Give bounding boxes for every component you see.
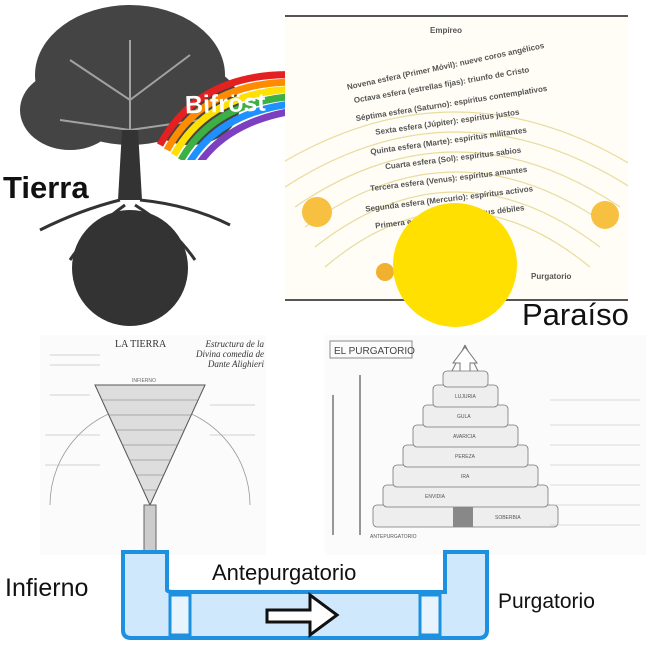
planet-left — [302, 197, 332, 227]
pipe-illustration — [121, 550, 489, 640]
terrace-envidia: ENVIDIA — [425, 494, 446, 500]
earth-ball — [72, 210, 188, 326]
antepurgatorio-small: ANTEPURGATORIO — [370, 534, 417, 540]
arrow-right-icon — [265, 592, 340, 638]
empireo-label: Empíreo — [430, 26, 462, 35]
terrace-ira: IRA — [461, 474, 470, 480]
antepurgatorio-label: Antepurgatorio — [212, 560, 357, 585]
tierra-label: Tierra — [3, 170, 89, 205]
rainbow-bridge — [156, 71, 301, 160]
purgatory-diagram: EL PURGATORIO LUJURIA GULA AVARICIA PERE… — [325, 335, 646, 555]
purgatory-title: EL PURGATORIO — [334, 346, 415, 357]
terrace-avaricia: AVARICIA — [453, 434, 476, 440]
inferno-cone-label: INFIERNO — [132, 378, 156, 384]
paraiso-label: Paraíso — [522, 297, 629, 332]
bifrost-label: Bifröst — [184, 88, 267, 120]
tree-illustration — [20, 5, 240, 326]
terrace-gula: GULA — [457, 414, 471, 420]
inferno-title: LA TIERRA — [115, 339, 167, 350]
purgatorio-small-label: Purgatorio — [531, 272, 572, 281]
inferno-subtitle: Estructura de la Divina comedia de Dante… — [190, 339, 264, 369]
sun-circle — [393, 203, 517, 327]
inferno-diagram: LA TIERRA INFIERNO — [40, 335, 266, 556]
terrace-lujuria: LUJURIA — [455, 394, 477, 400]
infierno-label: Infierno — [5, 574, 89, 602]
terrace-pereza: PEREZA — [455, 454, 476, 460]
terrace-soberbia: SOBERBIA — [495, 515, 521, 521]
purgatorio-label: Purgatorio — [498, 590, 595, 613]
planet-right — [591, 201, 619, 229]
